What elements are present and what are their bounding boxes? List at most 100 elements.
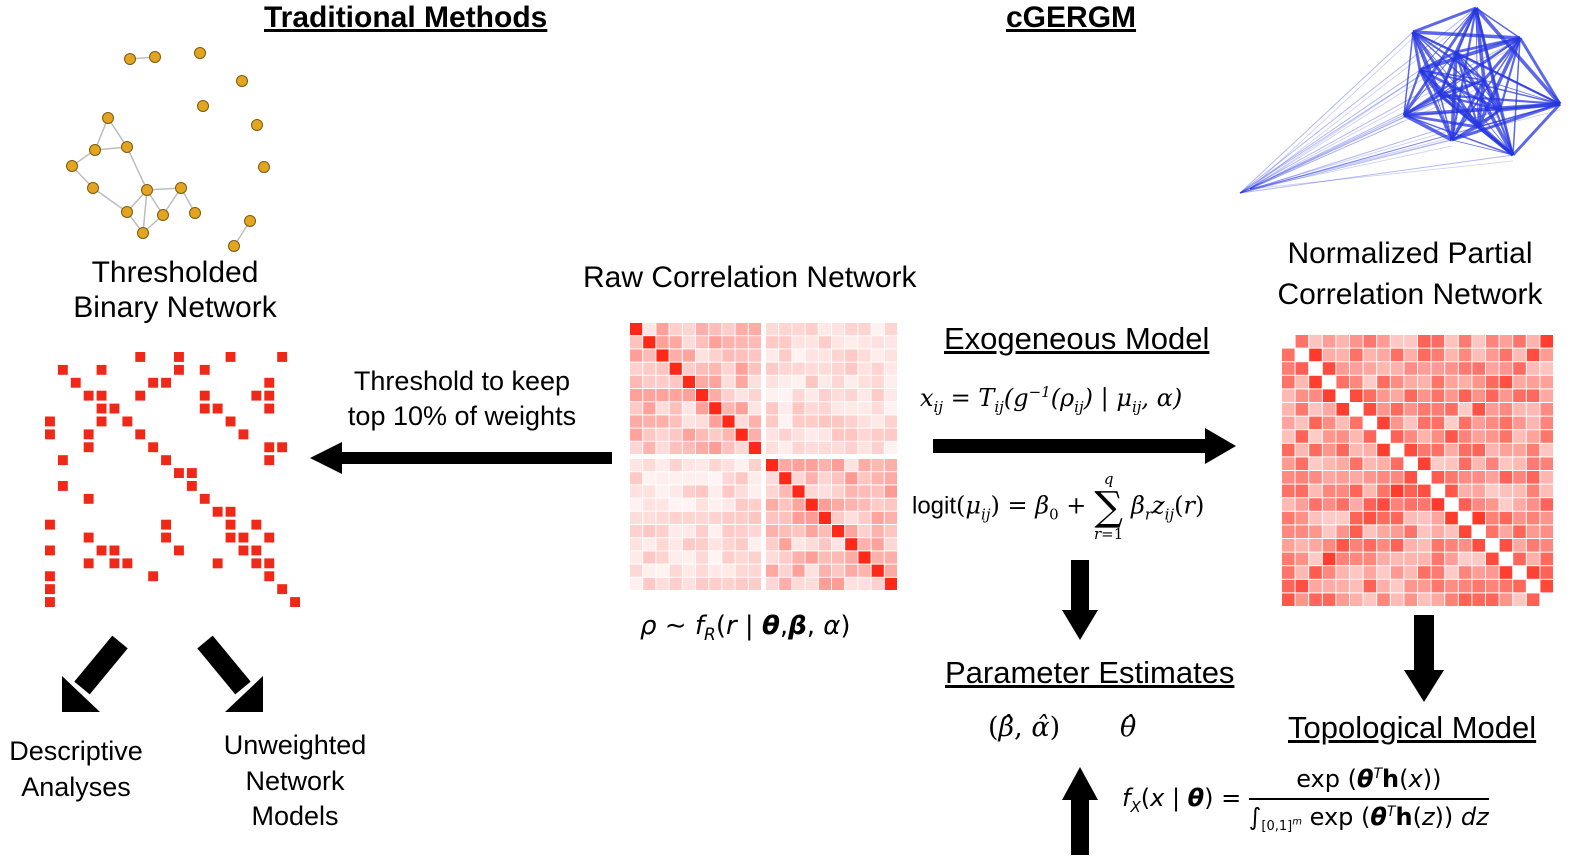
matrix-cell [748, 485, 761, 498]
matrix-cell [1526, 539, 1540, 552]
matrix-cell [858, 415, 871, 428]
matrix-cell [709, 428, 722, 441]
network-node [102, 112, 114, 124]
network-node [124, 53, 136, 65]
matrix-cell [656, 389, 669, 402]
matrix-cell [1513, 566, 1526, 579]
matrix-cell [1499, 457, 1513, 470]
matrix-cell [1445, 498, 1458, 511]
topological-model-formula: fX(x | θ) = exp (θTh(x)) ∫[0,1]m exp (θT… [1122, 765, 1489, 835]
matrix-cell [722, 498, 735, 511]
matrix-cell [1404, 511, 1417, 525]
matrix-cell [669, 577, 682, 590]
matrix-cell [722, 538, 735, 551]
matrix-cell [1282, 335, 1295, 348]
matrix-cell [709, 577, 722, 590]
matrix-cell [96, 416, 107, 427]
matrix-cell [238, 545, 249, 556]
matrix-cell [858, 511, 871, 524]
matrix-cell [722, 564, 735, 577]
matrix-cell [696, 415, 709, 428]
matrix-cell [1458, 579, 1472, 593]
network-edge [1474, 7, 1486, 81]
matrix-cell [1526, 552, 1540, 566]
matrix-cell [656, 538, 669, 551]
matrix-cell [1363, 471, 1377, 484]
matrix-cell [1350, 362, 1363, 375]
network-edge [1439, 93, 1501, 112]
matrix-cell [858, 441, 871, 454]
normalized-partial-correlation-matrix [1282, 335, 1553, 606]
matrix-cell [1390, 362, 1404, 375]
matrix-cell [1404, 484, 1417, 498]
matrix-cell [884, 415, 897, 428]
matrix-cell [805, 362, 818, 375]
matrix-cell [832, 485, 845, 498]
matrix-cell [1363, 484, 1377, 498]
matrix-cell [1322, 430, 1336, 443]
matrix-cell [1309, 579, 1322, 593]
matrix-cell [722, 459, 735, 472]
matrix-cell [225, 506, 236, 517]
network-edge [1249, 160, 1514, 190]
matrix-cell [264, 442, 275, 453]
matrix-cell [696, 323, 709, 336]
matrix-cell [1377, 362, 1390, 375]
matrix-cell [871, 402, 884, 415]
matrix-cell [696, 498, 709, 511]
matrix-cell [735, 485, 748, 498]
matrix-cell [766, 577, 779, 590]
matrix-cell [845, 402, 858, 415]
matrix-cell [630, 415, 643, 428]
network-edge [1249, 75, 1421, 190]
matrix-cell [1431, 511, 1445, 525]
matrix-cell [199, 403, 210, 414]
matrix-cell [57, 364, 68, 375]
matrix-cell [1322, 416, 1336, 430]
network-node [137, 227, 149, 239]
matrix-cell [845, 538, 858, 551]
matrix-cell [1336, 511, 1349, 525]
arrow-to-descriptive [62, 635, 128, 712]
matrix-cell [858, 485, 871, 498]
matrix-cell [1295, 335, 1309, 348]
matrix-cell [709, 485, 722, 498]
matrix-cell [290, 597, 300, 607]
matrix-cell [1363, 443, 1377, 457]
matrix-cell [871, 485, 884, 498]
matrix-cell [682, 336, 695, 349]
matrix-cell [45, 416, 55, 427]
network-edge [1419, 7, 1477, 71]
network-node [87, 182, 99, 194]
matrix-cell [722, 323, 735, 336]
matrix-cell [735, 564, 748, 577]
matrix-cell [1445, 539, 1458, 552]
matrix-cell [1431, 566, 1445, 579]
matrix-cell [1445, 457, 1458, 470]
matrix-cell [1418, 471, 1431, 484]
matrix-cell [1295, 457, 1309, 470]
matrix-cell [1322, 375, 1336, 389]
matrix-cell [1295, 375, 1309, 389]
matrix-cell [669, 375, 682, 388]
matrix-cell [630, 577, 643, 590]
matrix-cell [709, 402, 722, 415]
network-edge [1403, 113, 1453, 142]
matrix-cell [682, 498, 695, 511]
matrix-cell [1458, 593, 1472, 606]
matrix-cell [884, 336, 897, 349]
matrix-cell [630, 362, 643, 375]
matrix-cell [1404, 552, 1417, 566]
matrix-cell [818, 511, 831, 524]
matrix-cell [766, 349, 779, 362]
matrix-cell [1322, 566, 1336, 579]
matrix-cell [696, 349, 709, 362]
matrix-cell [174, 468, 184, 478]
network-edge [1249, 37, 1414, 190]
matrix-cell [748, 375, 761, 388]
matrix-cell [871, 577, 884, 590]
matrix-cell [818, 402, 831, 415]
matrix-cell [871, 525, 884, 538]
matrix-cell [845, 428, 858, 441]
matrix-cell [709, 389, 722, 402]
